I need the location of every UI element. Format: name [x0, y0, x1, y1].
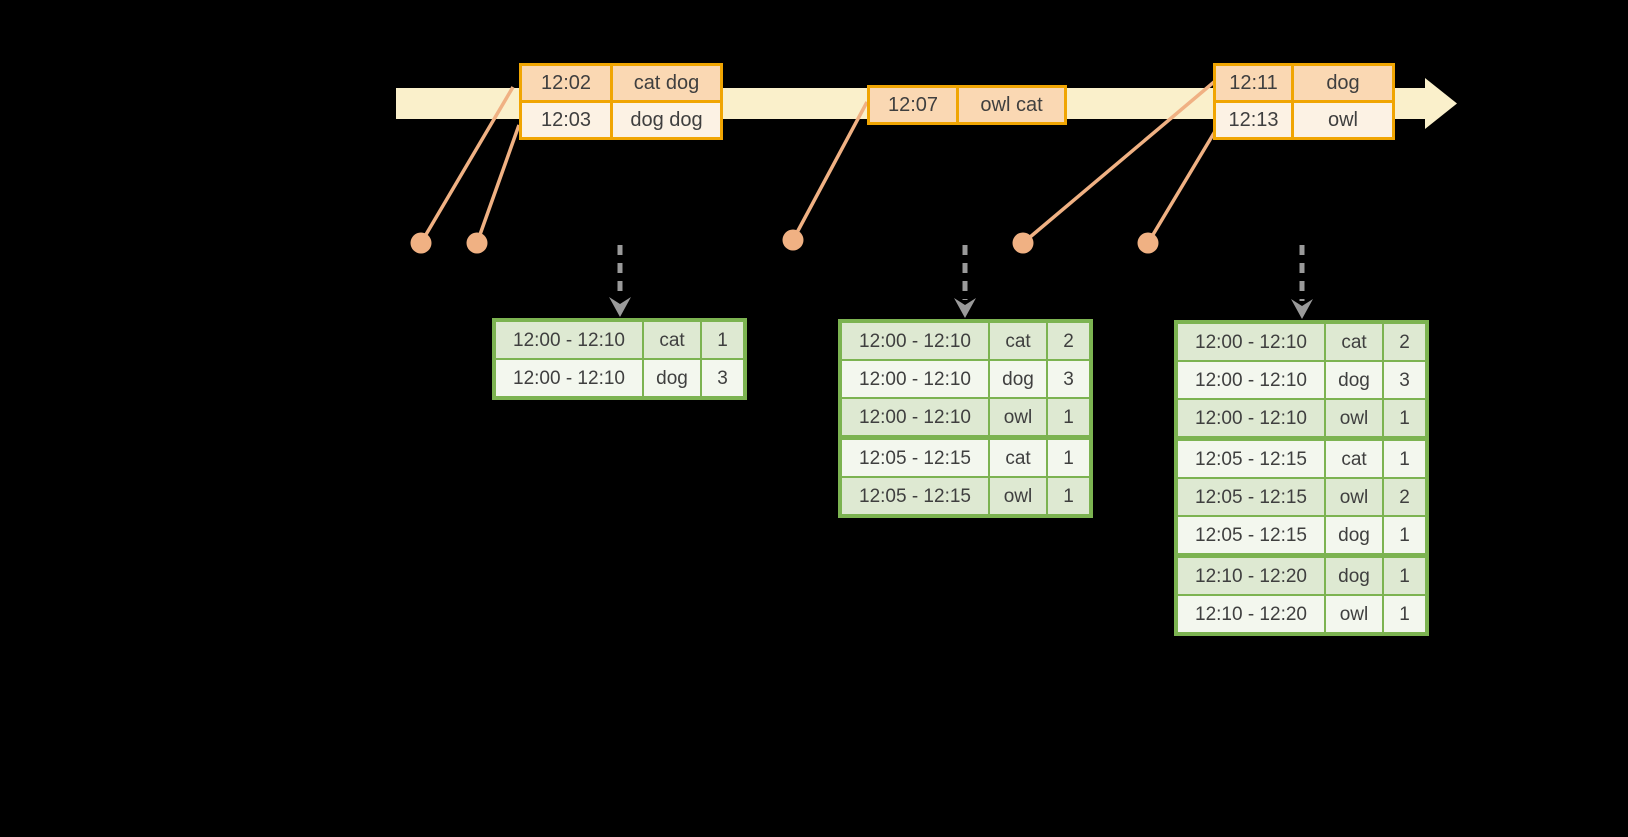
word-cell: dog: [1326, 558, 1382, 594]
word-cell: dog: [990, 361, 1046, 397]
event-table-3: 12:11 dog 12:13 owl: [1213, 63, 1395, 140]
trigger-arrow: [609, 245, 631, 317]
word-cell: cat: [644, 322, 700, 358]
count-cell: 3: [702, 360, 743, 396]
timeline-arrowhead-icon: [1425, 78, 1457, 129]
event-time-cell: 12:02: [522, 66, 610, 100]
event-connector-line: [475, 124, 521, 244]
window-cell: 12:00 - 12:10: [842, 323, 988, 359]
trigger-arrow: [1291, 245, 1313, 319]
table-row: 12:05 - 12:15 cat 1: [1178, 441, 1425, 477]
window-cell: 12:10 - 12:20: [1178, 558, 1324, 594]
table-row: 12:00 - 12:10 cat 2: [842, 323, 1089, 359]
event-connector-line: [791, 101, 869, 241]
event-connector-line: [419, 86, 515, 244]
word-cell: dog: [644, 360, 700, 396]
word-cell: cat: [990, 440, 1046, 476]
window-cell: 12:00 - 12:10: [1178, 324, 1324, 360]
count-cell: 1: [1384, 517, 1425, 553]
word-cell: dog: [1326, 362, 1382, 398]
table-row: 12:00 - 12:10 dog 3: [842, 361, 1089, 397]
word-cell: owl: [990, 399, 1046, 435]
count-cell: 2: [1384, 324, 1425, 360]
table-row: 12:00 - 12:10 dog 3: [496, 360, 743, 396]
window-cell: 12:05 - 12:15: [1178, 479, 1324, 515]
arrow-down-icon: [609, 297, 631, 317]
event-words-cell: owl: [1294, 103, 1392, 137]
word-cell: owl: [990, 478, 1046, 514]
event-time-cell: 12:03: [522, 103, 610, 137]
window-cell: 12:00 - 12:10: [496, 322, 642, 358]
event-connector-line: [1146, 127, 1219, 244]
event-words-cell: dog: [1294, 66, 1392, 100]
event-words-cell: cat dog: [613, 66, 720, 100]
table-row: 12:00 - 12:10 cat 1: [496, 322, 743, 358]
table-row: 12:05 - 12:15 owl 2: [1178, 479, 1425, 515]
event-dot: [410, 232, 432, 254]
event-time-cell: 12:11: [1216, 66, 1291, 100]
word-cell: cat: [990, 323, 1046, 359]
event-dot: [1012, 232, 1034, 254]
count-cell: 1: [1048, 478, 1089, 514]
table-row: 12:05 - 12:15 cat 1: [842, 440, 1089, 476]
table-row: 12:10 - 12:20 dog 1: [1178, 558, 1425, 594]
event-table-2: 12:07 owl cat: [867, 85, 1067, 125]
count-cell: 1: [1384, 400, 1425, 436]
count-cell: 1: [1384, 596, 1425, 632]
event-time-cell: 12:07: [870, 88, 956, 122]
window-cell: 12:05 - 12:15: [842, 440, 988, 476]
count-cell: 1: [1048, 399, 1089, 435]
table-row: 12:05 - 12:15 dog 1: [1178, 517, 1425, 553]
count-cell: 2: [1048, 323, 1089, 359]
table-row: 12:00 - 12:10 owl 1: [842, 399, 1089, 435]
table-row: 12:00 - 12:10 cat 2: [1178, 324, 1425, 360]
table-row: 12:00 - 12:10 owl 1: [1178, 400, 1425, 436]
arrow-down-icon: [1291, 299, 1313, 319]
event-dot: [782, 229, 804, 251]
count-cell: 1: [1384, 441, 1425, 477]
word-cell: cat: [1326, 324, 1382, 360]
count-cell: 1: [1048, 440, 1089, 476]
word-cell: cat: [1326, 441, 1382, 477]
word-cell: dog: [1326, 517, 1382, 553]
table-row: 12:10 - 12:20 owl 1: [1178, 596, 1425, 632]
window-cell: 12:00 - 12:10: [1178, 362, 1324, 398]
event-connector-line: [1021, 80, 1216, 245]
result-table-1: 12:00 - 12:10 cat 1 12:00 - 12:10 dog 3: [492, 318, 747, 400]
word-cell: owl: [1326, 596, 1382, 632]
word-cell: owl: [1326, 479, 1382, 515]
event-table-1: 12:02 cat dog 12:03 dog dog: [519, 63, 723, 140]
count-cell: 2: [1384, 479, 1425, 515]
result-table-3: 12:00 - 12:10 cat 2 12:00 - 12:10 dog 3 …: [1174, 320, 1429, 636]
window-cell: 12:00 - 12:10: [842, 399, 988, 435]
window-cell: 12:10 - 12:20: [1178, 596, 1324, 632]
window-cell: 12:00 - 12:10: [496, 360, 642, 396]
table-row: 12:00 - 12:10 dog 3: [1178, 362, 1425, 398]
event-time-cell: 12:13: [1216, 103, 1291, 137]
window-cell: 12:05 - 12:15: [1178, 517, 1324, 553]
event-words-cell: dog dog: [613, 103, 720, 137]
event-words-cell: owl cat: [959, 88, 1064, 122]
window-cell: 12:05 - 12:15: [1178, 441, 1324, 477]
window-cell: 12:05 - 12:15: [842, 478, 988, 514]
event-dot: [1137, 232, 1159, 254]
count-cell: 1: [1384, 558, 1425, 594]
count-cell: 3: [1384, 362, 1425, 398]
word-cell: owl: [1326, 400, 1382, 436]
table-row: 12:05 - 12:15 owl 1: [842, 478, 1089, 514]
result-table-2: 12:00 - 12:10 cat 2 12:00 - 12:10 dog 3 …: [838, 319, 1093, 518]
trigger-arrow: [954, 245, 976, 318]
window-cell: 12:00 - 12:10: [842, 361, 988, 397]
arrow-down-icon: [954, 298, 976, 318]
count-cell: 3: [1048, 361, 1089, 397]
count-cell: 1: [702, 322, 743, 358]
window-cell: 12:00 - 12:10: [1178, 400, 1324, 436]
event-dot: [466, 232, 488, 254]
